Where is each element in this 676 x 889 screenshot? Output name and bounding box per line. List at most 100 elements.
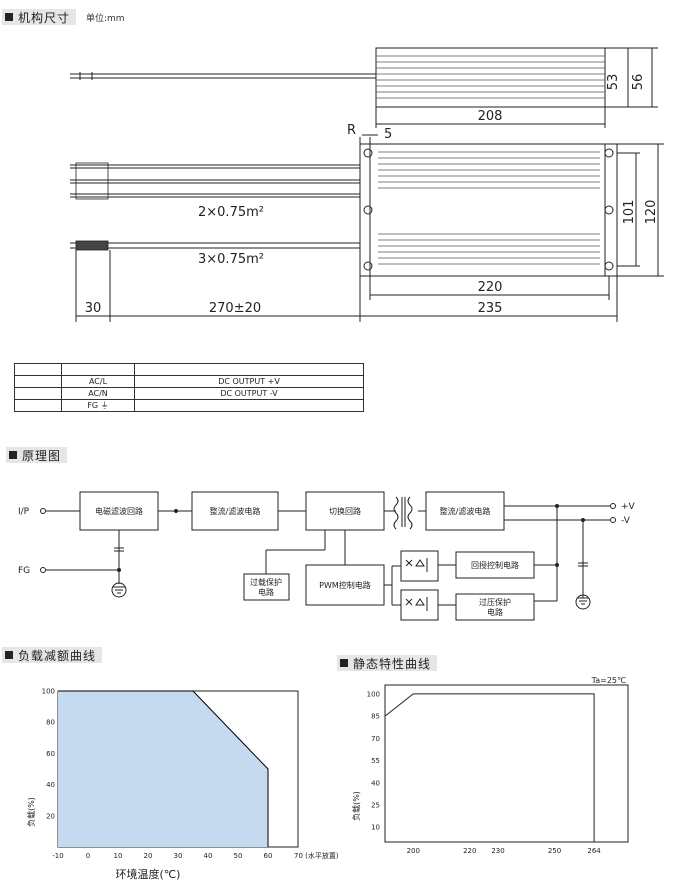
dim-56: 56	[631, 74, 646, 91]
svg-text:过压保护: 过压保护	[479, 597, 511, 607]
y-tick-label: 10	[371, 824, 380, 832]
dim-270: 270±20	[209, 301, 261, 316]
section-title: 负载减额曲线	[18, 648, 97, 663]
emi-filter-label: 电磁滤波回路	[95, 506, 143, 516]
mounting-flange-left	[359, 143, 371, 277]
section-title: 静态特性曲线	[353, 656, 432, 671]
input-label: I/P	[18, 507, 30, 517]
y-tick-label: 55	[371, 757, 380, 765]
overload-label: 过载保护 电路	[250, 577, 282, 597]
y-tick-label: 100	[42, 688, 55, 696]
chart-annotation: Ta=25℃	[591, 676, 626, 685]
wire-label-2: 3×0.75m²	[198, 252, 264, 267]
dim-53: 53	[606, 74, 621, 91]
transformer-coil-icon	[393, 496, 399, 530]
table-cell: DC OUTPUT +V	[134, 375, 364, 388]
ovp-label: 过压保护 电路	[479, 597, 511, 617]
emi-filter-block	[79, 491, 159, 531]
dim-120: 120	[644, 200, 659, 225]
plot-frame	[384, 684, 629, 843]
unit-label: 单位:mm	[86, 14, 125, 24]
table-cell: AC/L	[61, 375, 135, 388]
dim-30: 30	[85, 301, 102, 316]
dim-5: 5	[384, 127, 392, 142]
table-cell: AC/N	[61, 387, 135, 400]
y-tick-label: 100	[367, 690, 380, 698]
square-bullet-icon	[9, 451, 17, 459]
table-cell	[134, 399, 364, 412]
square-bullet-icon	[5, 13, 13, 21]
x-tick-label: 40	[204, 852, 213, 860]
optocoupler-icon	[405, 597, 428, 611]
x-tick-label: 264	[587, 847, 601, 855]
x-tick-label: 0	[86, 852, 90, 860]
x-tick-label: 30	[174, 852, 183, 860]
section-header-derating: 负载减额曲线	[2, 647, 103, 663]
rectifier-label-2: 整流/滤波电路	[440, 506, 491, 516]
x-tick-label: -10	[52, 852, 63, 860]
y-tick-label: 60	[46, 750, 55, 758]
svg-text:电路: 电路	[487, 607, 503, 617]
table-cell	[14, 375, 62, 388]
minus-v-label: -V	[621, 516, 631, 526]
x-tick-label: 60	[264, 852, 273, 860]
derating-area	[58, 691, 268, 847]
overload-block	[243, 573, 290, 601]
table-cell	[14, 363, 62, 376]
y-axis-label: 负载(%)	[26, 797, 36, 827]
mounting-flange-right	[604, 143, 618, 277]
table-row: FG ⏚	[14, 399, 364, 412]
dim-101: 101	[622, 200, 637, 225]
x-tick-label: 70 (水平放置)	[294, 851, 339, 860]
static-line	[384, 693, 595, 842]
x-tick-label: 50	[234, 852, 243, 860]
plot-frame	[57, 690, 299, 848]
x-tick-label: 250	[548, 847, 561, 855]
y-tick-label: 80	[46, 719, 55, 727]
switch-label: 切换回路	[329, 506, 361, 516]
mechanical-drawing: 53 56 208 R 5 101 120 220 30 270±20 235 …	[70, 47, 664, 322]
switch-block	[305, 491, 385, 531]
x-tick-label: 220	[463, 847, 476, 855]
wiring-table: AC/L DC OUTPUT +V AC/N DC OUTPUT -V FG ⏚	[14, 363, 364, 412]
table-cell	[14, 399, 62, 412]
table-cell: DC OUTPUT -V	[134, 387, 364, 400]
optocoupler-2	[400, 589, 439, 621]
table-cell	[14, 387, 62, 400]
rectifier-block-2	[425, 491, 505, 531]
section-title: 原理图	[22, 448, 62, 463]
section-header-schematic: 原理图	[6, 447, 68, 463]
table-row: AC/L DC OUTPUT +V	[14, 375, 364, 388]
feedback-block	[455, 551, 535, 579]
table-cell	[61, 363, 135, 376]
y-tick-label: 40	[46, 781, 55, 789]
dim-r: R	[347, 123, 356, 138]
rectifier-block-1	[191, 491, 279, 531]
plus-v-label: +V	[621, 502, 636, 512]
dim-220: 220	[478, 280, 503, 295]
square-bullet-icon	[340, 659, 348, 667]
table-cell: FG ⏚	[61, 399, 135, 412]
table-row	[14, 363, 364, 376]
fg-label: FG	[18, 566, 30, 576]
y-tick-label: 85	[371, 713, 380, 721]
wire-label-1: 2×0.75m²	[198, 205, 264, 220]
feedback-label: 回授控制电路	[471, 560, 519, 570]
pwm-label: PWM控制电路	[319, 580, 371, 590]
x-tick-label: 230	[491, 847, 504, 855]
pwm-block	[305, 564, 385, 606]
optocoupler-icon	[405, 558, 428, 572]
section-title: 机构尺寸	[18, 10, 71, 25]
y-tick-label: 20	[46, 812, 55, 820]
table-cell	[134, 363, 364, 376]
optocoupler-1	[400, 550, 439, 582]
x-tick-label: 10	[114, 852, 123, 860]
y-tick-label: 40	[371, 779, 380, 787]
dim-235: 235	[478, 301, 503, 316]
ovp-block	[455, 593, 535, 621]
svg-text:过载保护: 过载保护	[250, 577, 282, 587]
dim-208: 208	[478, 109, 503, 124]
table-row: AC/N DC OUTPUT -V	[14, 387, 364, 400]
section-header-static: 静态特性曲线	[337, 655, 438, 671]
x-tick-label: 20	[144, 852, 153, 860]
